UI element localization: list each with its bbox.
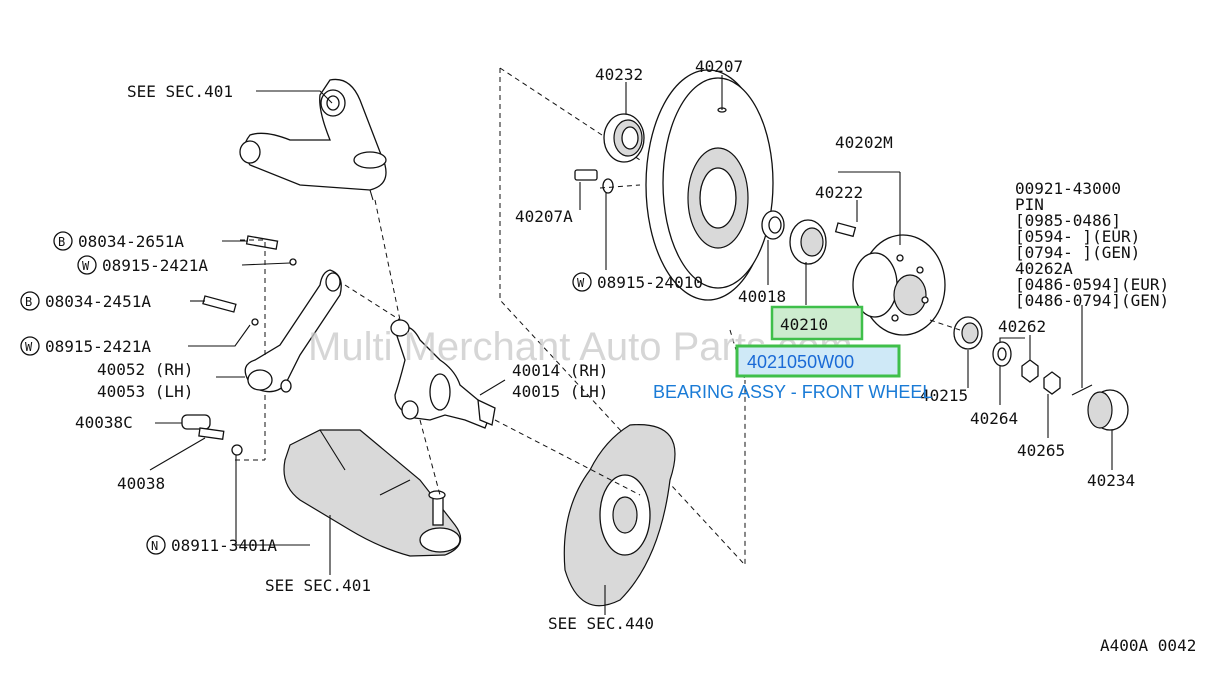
label-40018: 40018 (738, 287, 786, 306)
prefix-w-3: W (577, 276, 585, 290)
brake-rotor (645, 69, 774, 301)
prefix-badges: B W B W N W (20, 231, 592, 555)
pin-note-line-2: PIN (1015, 195, 1044, 214)
ref-40210-label: 40210 (780, 315, 828, 334)
pin-note-line-7: [0486-0594](EUR) (1015, 275, 1169, 294)
steering-knuckle (390, 319, 496, 429)
label-08915-2421a-1: 08915-2421A (102, 256, 208, 275)
part-caption: BEARING ASSY - FRONT WHEEL (653, 382, 932, 402)
label-40234: 40234 (1087, 471, 1135, 490)
label-see-sec-440: SEE SEC.440 (548, 614, 654, 633)
label-40014: 40014 (RH) (512, 361, 608, 380)
label-see-sec-401-bottom: SEE SEC.401 (265, 576, 371, 595)
rotor-bolt (574, 169, 614, 194)
lower-control-arm (283, 429, 462, 557)
label-40207: 40207 (695, 57, 743, 76)
pin-note-line-8: [0486-0794](GEN) (1015, 291, 1169, 310)
pin-note-line-4: [0594- ](EUR) (1015, 227, 1140, 246)
prefix-b-2: B (25, 295, 32, 309)
label-40222: 40222 (815, 183, 863, 202)
part-number-label: 4021050W00 (747, 352, 854, 372)
label-40038: 40038 (117, 474, 165, 493)
label-40265: 40265 (1017, 441, 1065, 460)
bearing-40210 (789, 219, 827, 265)
label-40207a: 40207A (515, 207, 573, 226)
pin-note: 00921-43000 PIN [0985-0486] [0594- ](EUR… (1015, 179, 1169, 310)
prefix-w-1: W (82, 259, 90, 273)
highlight-callout: 40210 4021050W00 BEARING ASSY - FRONT WH… (653, 305, 932, 402)
part-number-box[interactable] (735, 344, 901, 378)
label-40038c: 40038C (75, 413, 133, 432)
pin-note-line-3: [0985-0486] (1015, 211, 1121, 230)
pin-note-line-1: 00921-43000 (1015, 179, 1121, 198)
upper-control-arm (239, 78, 387, 201)
label-08915-24010: 08915-24010 (597, 273, 703, 292)
splash-shield (563, 424, 676, 607)
prefix-n: N (151, 539, 158, 553)
label-40202m: 40202M (835, 133, 893, 152)
prefix-w-2: W (25, 340, 33, 354)
label-08915-2421a-2: 08915-2421A (45, 337, 151, 356)
label-40262: 40262 (998, 317, 1046, 336)
left-bolts (181, 235, 297, 456)
ref-40210-box[interactable] (770, 305, 864, 341)
assembly-lines (235, 184, 961, 496)
inner-bearing (761, 210, 785, 240)
label-08911-3401a: 08911-3401A (171, 536, 277, 555)
diagram-code: A400A 0042 (1100, 636, 1196, 655)
prefix-b-1: B (58, 235, 65, 249)
label-40052: 40052 (RH) (97, 360, 193, 379)
pin-note-line-5: [0794- ](GEN) (1015, 243, 1140, 262)
knuckle-arm (244, 269, 342, 393)
outer-parts (953, 316, 1129, 431)
label-see-sec-401-top: SEE SEC.401 (127, 82, 233, 101)
grease-seal (603, 113, 645, 163)
label-40215: 40215 (920, 386, 968, 405)
pin-note-line-6: 40262A (1015, 259, 1073, 278)
label-08034-2651a: 08034-2651A (78, 232, 184, 251)
part-labels: SEE SEC.401 40232 40207 40202M 40222 402… (45, 57, 1135, 633)
label-40264: 40264 (970, 409, 1018, 428)
wheel-hub (834, 222, 946, 336)
label-08034-2451a: 08034-2451A (45, 292, 151, 311)
label-40053: 40053 (LH) (97, 382, 193, 401)
label-40232: 40232 (595, 65, 643, 84)
leader-lines (149, 75, 1113, 615)
label-40015: 40015 (LH) (512, 382, 608, 401)
